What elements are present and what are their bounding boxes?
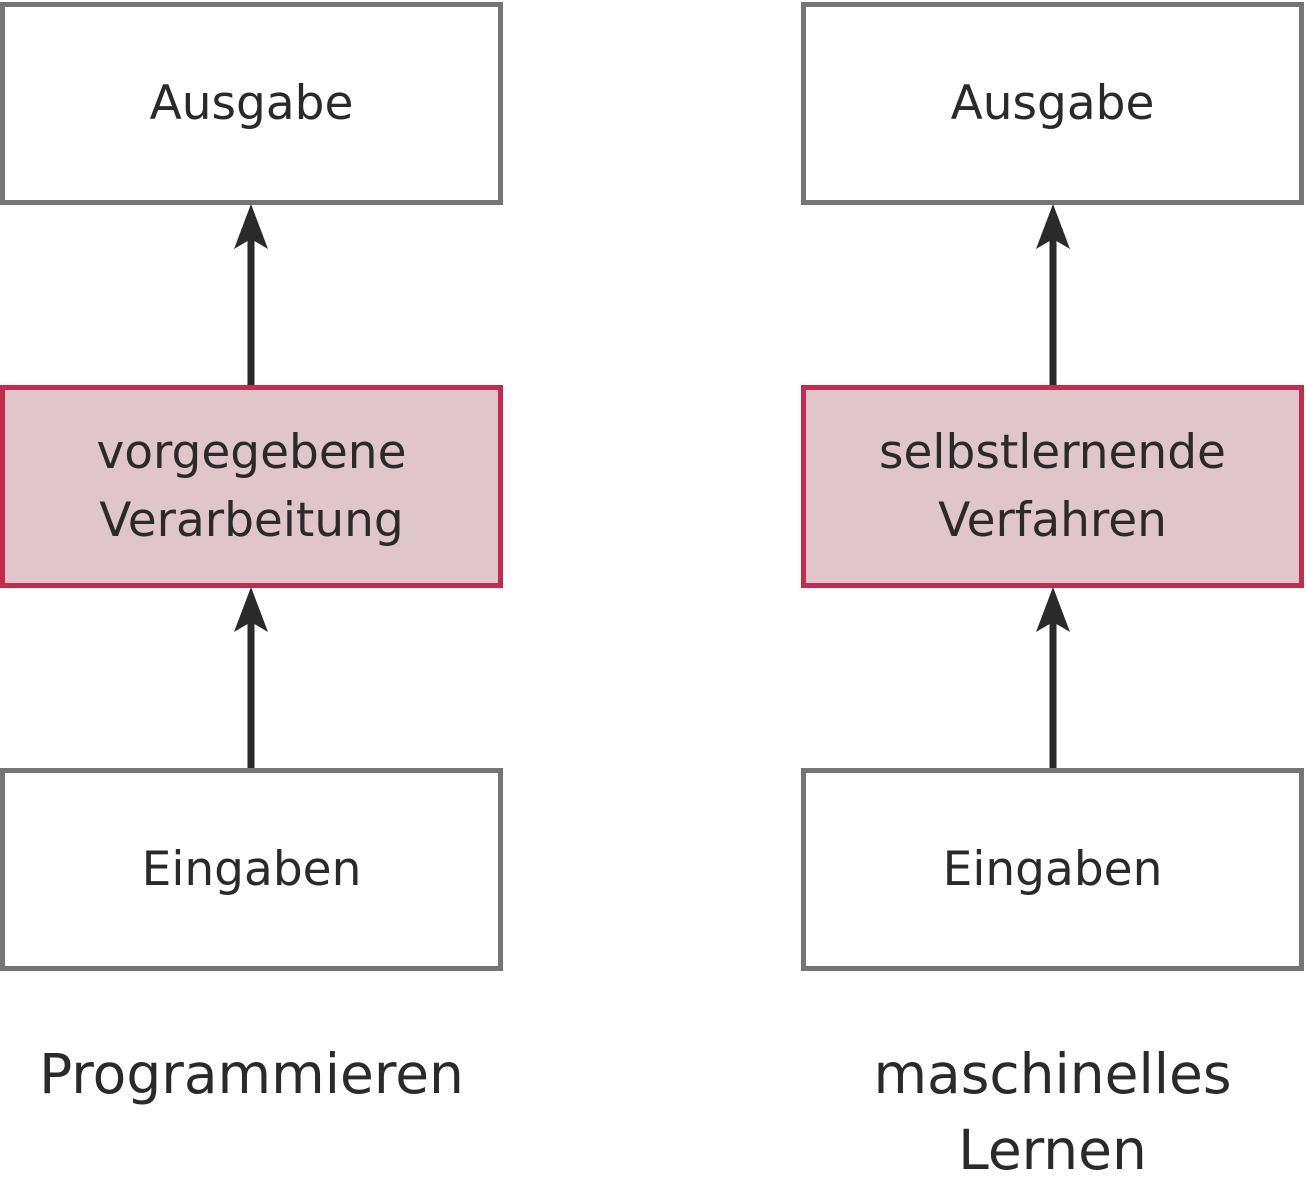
right-process-box: selbstlernende Verfahren [801, 385, 1304, 588]
left-process-label: vorgegebene Verarbeitung [96, 424, 407, 548]
left-caption: Programmieren [39, 1042, 464, 1106]
right-caption: maschinelles Lernen [873, 1042, 1232, 1182]
right-output-box: Ausgabe [801, 2, 1304, 205]
left-input-label: Eingaben [141, 841, 362, 897]
right-input-label: Eingaben [942, 841, 1163, 897]
right-process-label: selbstlernende Verfahren [879, 424, 1226, 548]
right-output-label: Ausgabe [950, 75, 1155, 131]
left-input-box: Eingaben [0, 768, 503, 971]
right-arrow-input-to-process [1036, 587, 1070, 768]
left-output-label: Ausgabe [149, 75, 354, 131]
right-arrow-process-to-output [1036, 204, 1070, 385]
left-arrow-process-to-output [234, 204, 268, 385]
left-process-box: vorgegebene Verarbeitung [0, 385, 503, 588]
left-output-box: Ausgabe [0, 2, 503, 205]
left-arrow-input-to-process [234, 587, 268, 768]
right-input-box: Eingaben [801, 768, 1304, 971]
